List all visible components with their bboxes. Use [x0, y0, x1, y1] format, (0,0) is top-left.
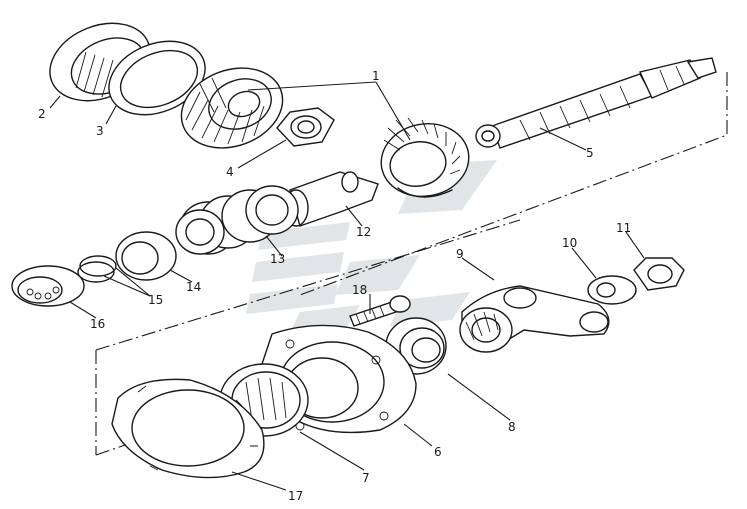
leader-lines — [49, 81, 645, 491]
part-16-ball-bearing — [11, 265, 85, 307]
callout-11: 11 — [616, 221, 631, 235]
callout-12: 12 — [356, 225, 371, 239]
callout-13: 13 — [270, 252, 285, 266]
callout-14: 14 — [186, 280, 201, 294]
callout-7: 7 — [362, 471, 370, 485]
callout-labels: 1 2 3 4 5 6 7 8 9 10 11 12 13 14 15 16 1… — [38, 69, 631, 503]
callout-8: 8 — [508, 420, 516, 434]
part-17-shim-plate — [111, 378, 265, 479]
part-10-washer — [587, 275, 637, 305]
callout-3: 3 — [96, 124, 104, 138]
part-4-nut — [276, 107, 335, 147]
callout-17: 17 — [288, 489, 303, 503]
callout-1: 1 — [372, 69, 380, 83]
part-9-yoke — [459, 285, 610, 353]
callout-16: 16 — [90, 317, 105, 331]
part-11-nut — [633, 257, 685, 291]
callout-9: 9 — [456, 247, 464, 261]
part-1-bevel-gear-lower — [380, 117, 470, 198]
part-5-drive-shaft — [475, 57, 717, 149]
callout-15: 15 — [148, 293, 163, 307]
part-14-washer — [115, 231, 177, 281]
callout-4: 4 — [226, 165, 234, 179]
part-18-bolt — [349, 295, 411, 327]
callout-10: 10 — [562, 236, 577, 250]
callout-5: 5 — [586, 146, 594, 160]
callout-2: 2 — [38, 107, 46, 121]
assembly-axis-lines — [95, 72, 728, 456]
part-12-pinion-shaft — [283, 171, 379, 227]
part-13-roller-bearing — [175, 185, 299, 255]
part-1-bevel-gear-upper — [180, 67, 284, 149]
part-3-shim-ring — [108, 40, 206, 116]
callout-18: 18 — [352, 283, 367, 297]
callout-6: 6 — [434, 445, 442, 459]
part-15-snap-rings — [77, 255, 117, 283]
